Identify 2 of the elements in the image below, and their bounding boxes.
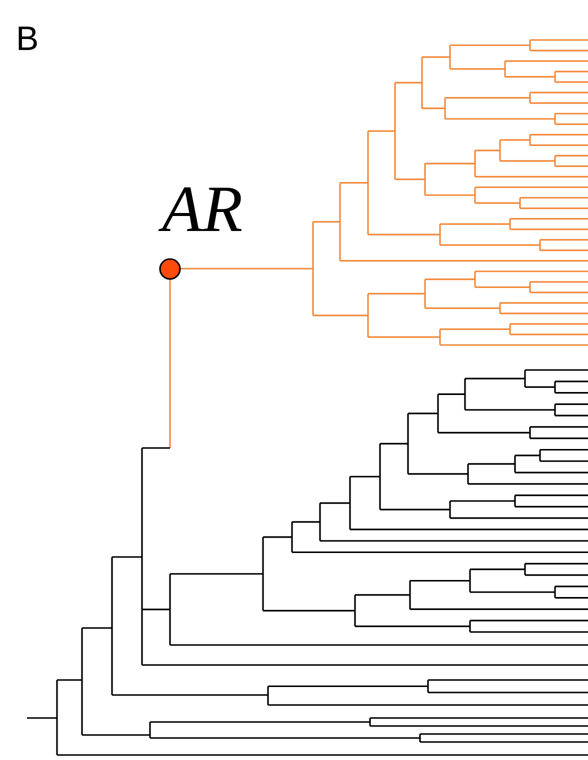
panel-letter: B [16, 22, 39, 56]
node-circle [159, 258, 181, 280]
